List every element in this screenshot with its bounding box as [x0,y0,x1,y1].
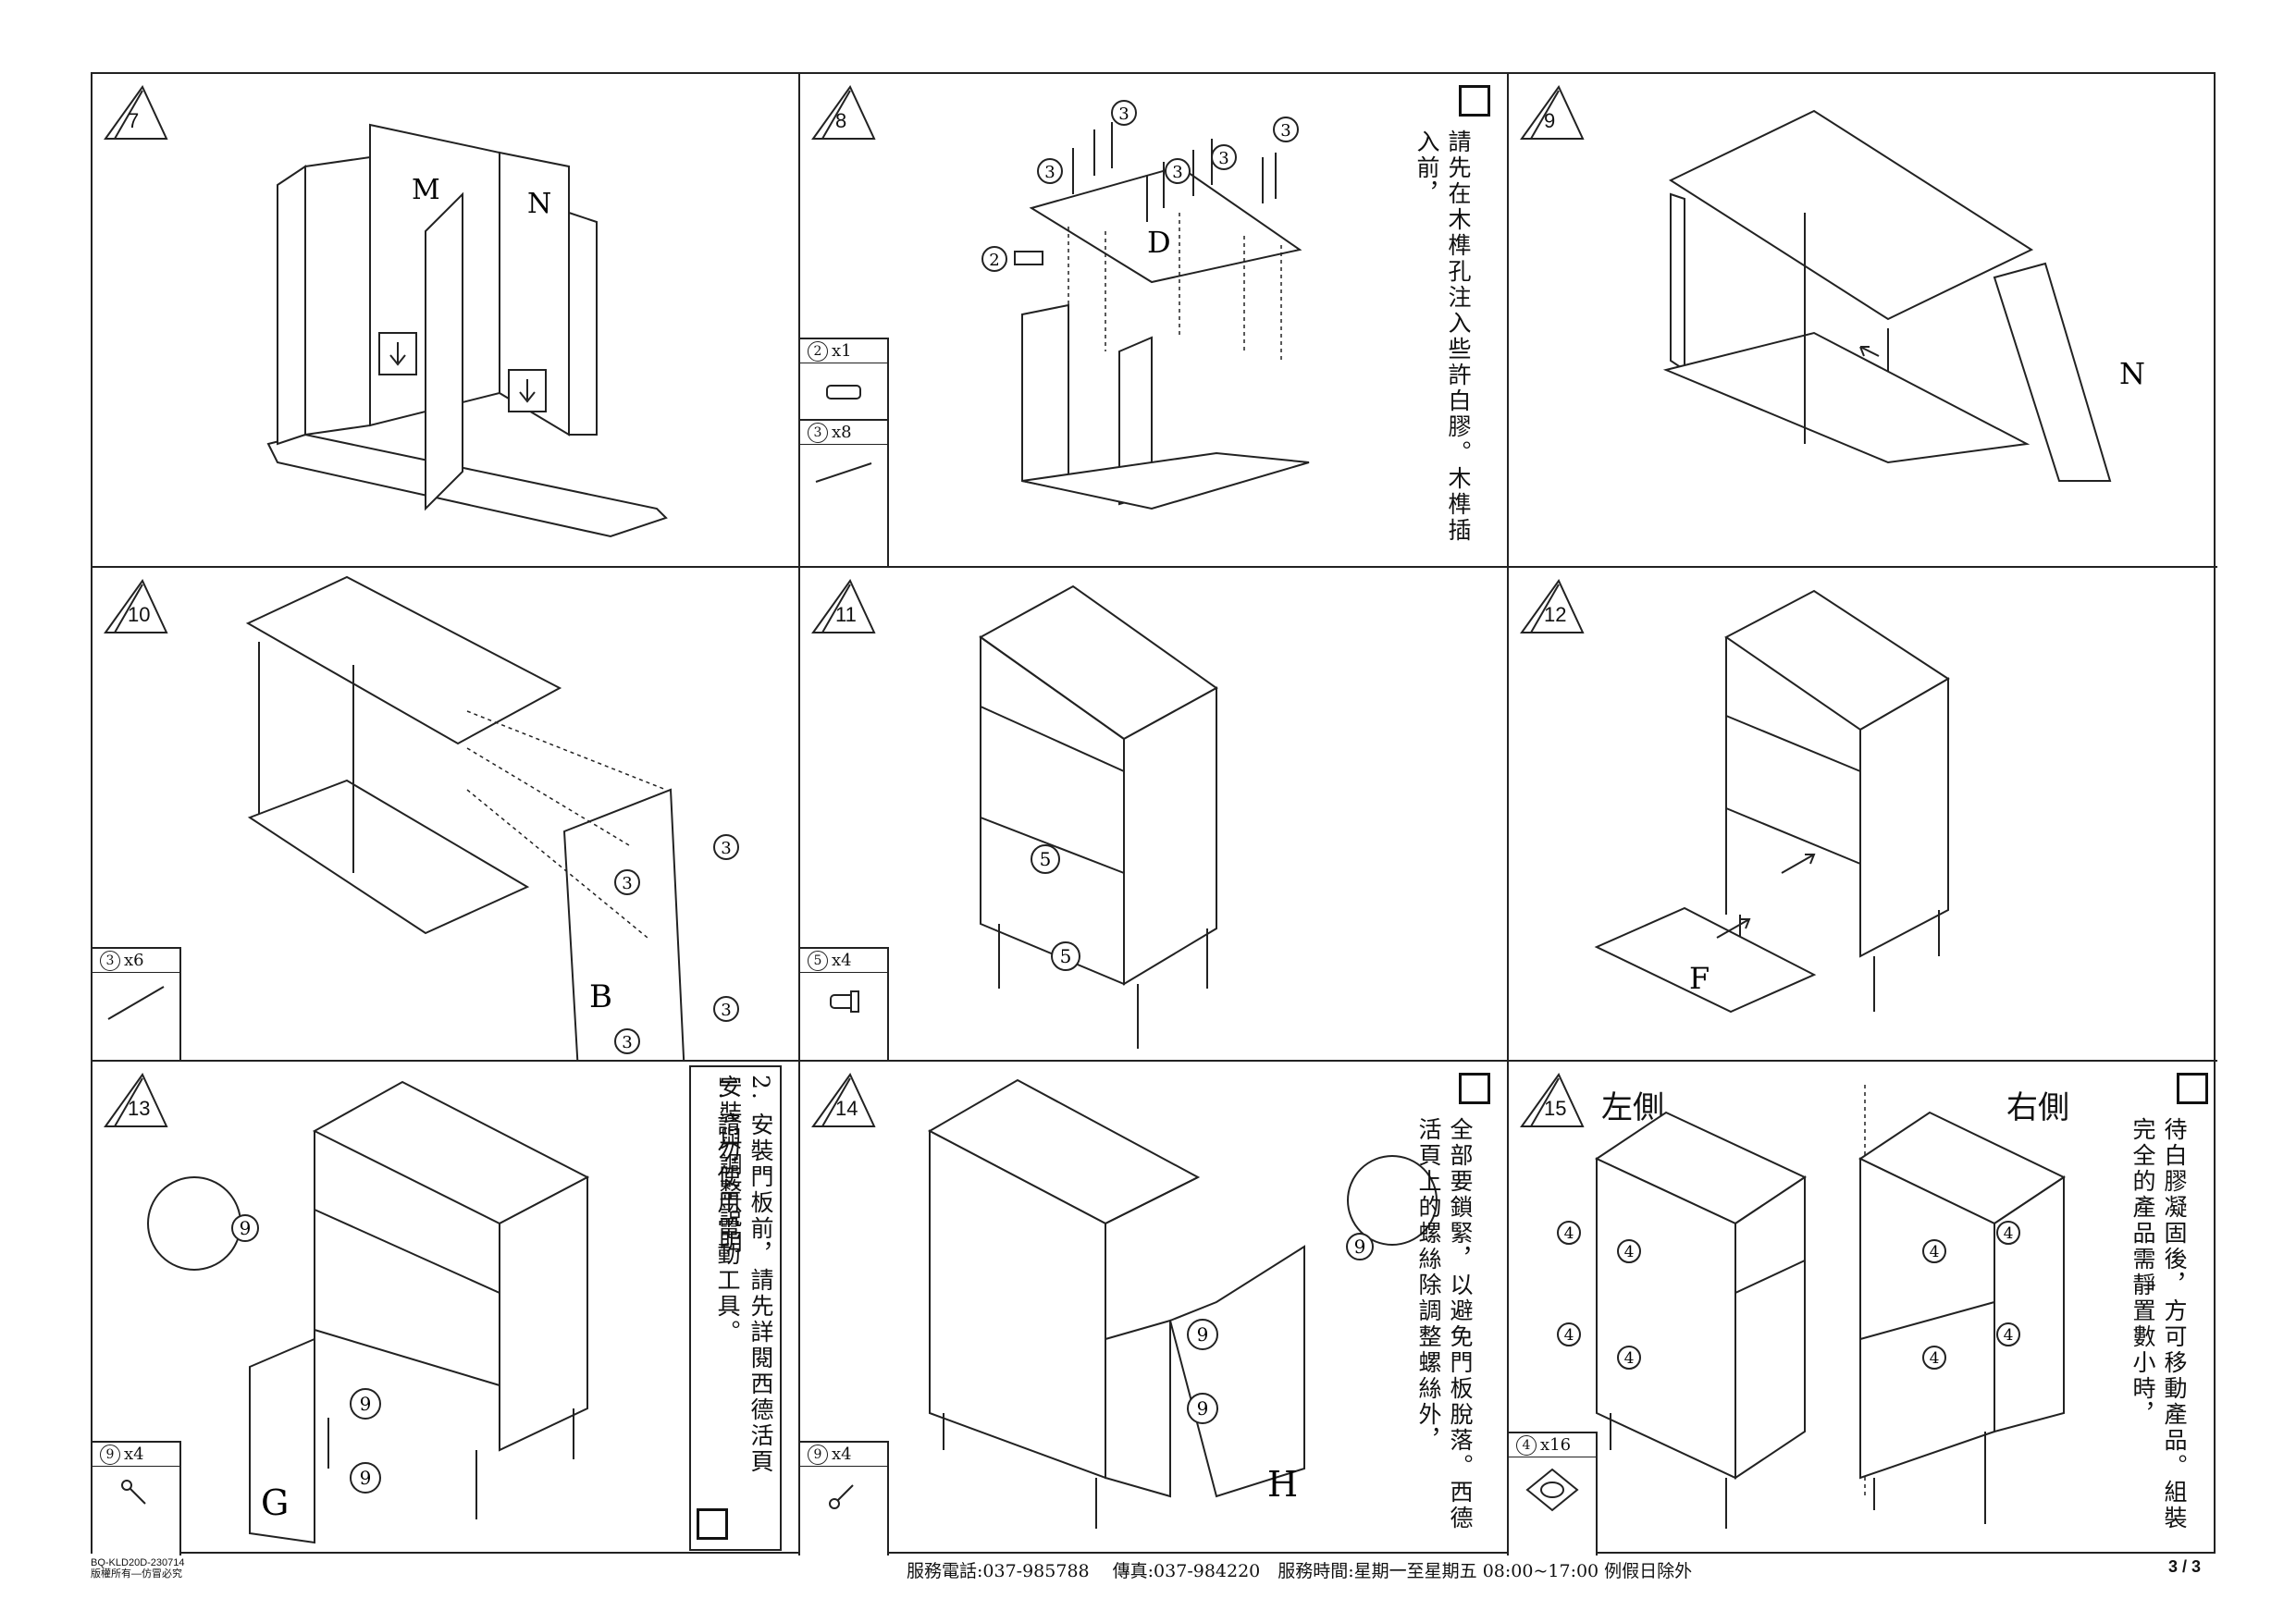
furniture-pad-icon [1509,1457,1596,1522]
panel-label-n: N [527,188,551,220]
step-15-panel: 15 左側 右側 4 4 4 4 4 4 4 [1509,1062,2217,1555]
panel-label-b: B [589,978,612,1015]
step-14-illustration: 9 9 9 H [927,1078,1438,1529]
step-9-illustration: N [1662,109,2145,482]
step-number-badge: 12 [1518,577,1586,636]
svg-text:5: 5 [1060,945,1072,967]
step-number-badge: 14 [809,1071,878,1130]
note-icon [1459,1073,1490,1104]
shelf-pin-icon [800,973,887,1028]
svg-text:3: 3 [1218,149,1228,168]
svg-text:4: 4 [1624,1349,1635,1368]
step-12-illustration: F [1594,589,1950,1014]
step-15-illustration: 4 4 4 4 4 4 4 4 [1557,1085,2067,1529]
svg-text:4: 4 [1930,1243,1940,1261]
step-number-badge: 13 [102,1071,170,1130]
svg-text:3: 3 [1044,163,1055,182]
dowel-icon [800,363,887,419]
svg-text:3: 3 [622,874,632,893]
page-number: 3 / 3 [2168,1557,2202,1576]
panel-label-d: D [1147,225,1171,260]
svg-text:3: 3 [721,1001,731,1020]
panel-label-h: H [1267,1464,1298,1505]
step-7-panel: 7 M N [93,74,800,568]
screw-icon [93,973,179,1028]
note-text: 請先在木榫孔注入些許白膠。木榫插入前， [1413,129,1472,544]
footer-service-info: 服務電話:037-985788 傳真:037-984220 服務時間:星期一至星… [907,1561,1693,1581]
svg-text:3: 3 [1172,163,1182,182]
step-7-illustration: M N [266,123,668,538]
step-number-badge: 10 [102,577,170,636]
svg-text:4: 4 [2004,1326,2014,1345]
dowel-icon [1014,251,1043,265]
svg-text:3: 3 [1118,105,1129,124]
svg-text:3: 3 [622,1033,632,1052]
screw-icon [800,445,887,500]
step-13-illustration: 9 9 9 G [147,1080,590,1544]
svg-text:2: 2 [989,251,999,270]
note-text: 全部要鎖緊，以避免門板脫落。西德活頁上的螺絲除調整螺絲外， [1415,1117,1474,1531]
svg-text:3: 3 [1280,121,1290,141]
panel-label-n: N [2119,356,2145,391]
step-number-badge: 15 [1518,1071,1586,1130]
screw-icon [1072,122,1277,222]
svg-text:3: 3 [721,839,731,858]
panel-label-m: M [412,174,440,206]
panel-label-f: F [1689,961,1710,996]
instruction-grid: 7 M N 8 [91,72,2217,1555]
note-icon [2177,1073,2208,1104]
svg-text:9: 9 [1354,1236,1366,1258]
note-icon [697,1508,728,1540]
svg-text:4: 4 [1564,1326,1574,1345]
svg-text:4: 4 [1930,1349,1940,1368]
step-11-illustration: 5 5 [979,584,1218,1049]
notes-box: 2. 安裝門板前，請先詳閱西德活頁安裝與調整說明 1. 請勿使用電動工具。 [689,1065,782,1551]
panel-label-g: G [261,1482,289,1523]
step-number-badge: 7 [102,83,170,142]
note-text: 1. 請勿使用電動工具。 [714,1075,741,1346]
svg-text:4: 4 [2004,1224,2014,1243]
step-8-panel: 8 3 3 3 3 3 2 [800,74,1509,568]
svg-text:4: 4 [1564,1224,1574,1243]
step-9-panel: 9 N [1509,74,2217,568]
svg-text:9: 9 [240,1217,252,1239]
svg-text:4: 4 [1624,1243,1635,1261]
note-icon [1459,85,1490,117]
svg-text:5: 5 [1040,848,1052,870]
step-8-illustration: 3 3 3 3 3 2 D [981,100,1310,510]
right-side-label: 右側 [2006,1089,2069,1126]
step-number-badge: 9 [1518,83,1586,142]
small-screw-icon [800,1467,887,1522]
step-10-illustration: 3 3 3 3 B [245,575,739,1060]
step-12-panel: 12 F [1509,568,2217,1062]
note-text: 待白膠凝固後，方可移動產品。組裝完全的產品需靜置數小時， [2129,1117,2188,1531]
svg-text:9: 9 [360,1393,372,1415]
note-text: 2. 安裝門板前，請先詳閱西德活頁安裝與調整說明 [716,1075,774,1475]
small-screw-icon [93,1467,179,1522]
svg-text:9: 9 [360,1467,372,1489]
step-number-badge: 11 [809,577,878,636]
footer-model-code: BQ-KLD20D-230714 版權所有—仿冒必究 [91,1557,185,1580]
svg-text:9: 9 [1197,1323,1209,1346]
svg-text:9: 9 [1197,1397,1209,1420]
step-number-badge: 8 [809,83,878,142]
